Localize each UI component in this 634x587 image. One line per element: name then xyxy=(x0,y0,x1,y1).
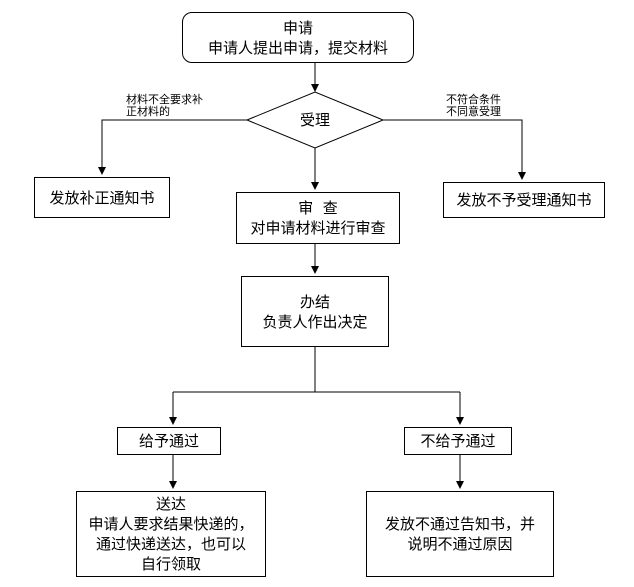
delivery-line2: 申请人要求结果快递的， xyxy=(88,515,254,533)
reject-box: 不给予通过 xyxy=(404,427,512,455)
decision-label: 受理 xyxy=(299,111,330,129)
approve-label: 给予通过 xyxy=(138,432,199,450)
rejection-notice-text: 发放不予受理通知书 xyxy=(456,191,592,209)
conclude-text: 负责人作出决定 xyxy=(262,312,368,331)
correction-notice-box: 发放补正通知书 xyxy=(34,177,170,218)
rejection-condition-line2: 不同意受理 xyxy=(446,105,501,118)
rejection-condition-line1: 不符合条件 xyxy=(446,93,501,106)
review-title: 审 查 xyxy=(298,199,338,217)
failure-notice-line1: 发放不通过告知书，并 xyxy=(384,515,535,533)
correction-condition-line2: 正材料的 xyxy=(126,105,170,118)
start-title: 申请 xyxy=(282,18,313,37)
arrow-to-rejection xyxy=(383,119,526,180)
review-box: 审 查 对申请材料进行审查 xyxy=(236,192,400,244)
conclude-title: 办结 xyxy=(299,292,330,311)
delivery-box: 送达 申请人要求结果快递的， 通过快递送达，也可以 自行领取 xyxy=(76,491,266,577)
review-text: 对申请材料进行审查 xyxy=(250,219,386,237)
arrow-to-correction xyxy=(98,119,247,175)
rejection-notice-box: 发放不予受理通知书 xyxy=(443,182,605,218)
correction-condition: 材料不全要求补 正材料的 xyxy=(126,94,203,118)
rejection-condition: 不符合条件 不同意受理 xyxy=(446,94,501,118)
correction-condition-line1: 材料不全要求补 xyxy=(126,93,203,106)
approve-box: 给予通过 xyxy=(117,427,221,455)
start-text: 申请人提出申请，提交材料 xyxy=(207,38,388,57)
conclude-box: 办结 负责人作出决定 xyxy=(241,276,389,347)
delivery-line3: 通过快递送达，也可以 xyxy=(95,535,246,553)
delivery-line4: 自行领取 xyxy=(140,555,201,573)
failure-notice-line2: 说明不通过原因 xyxy=(407,535,513,553)
reject-label: 不给予通过 xyxy=(420,432,496,450)
delivery-line1: 送达 xyxy=(155,495,186,513)
correction-notice-text: 发放补正通知书 xyxy=(49,188,155,207)
start-box: 申请 申请人提出申请，提交材料 xyxy=(182,12,414,63)
failure-notice-box: 发放不通过告知书，并 说明不通过原因 xyxy=(366,491,554,577)
